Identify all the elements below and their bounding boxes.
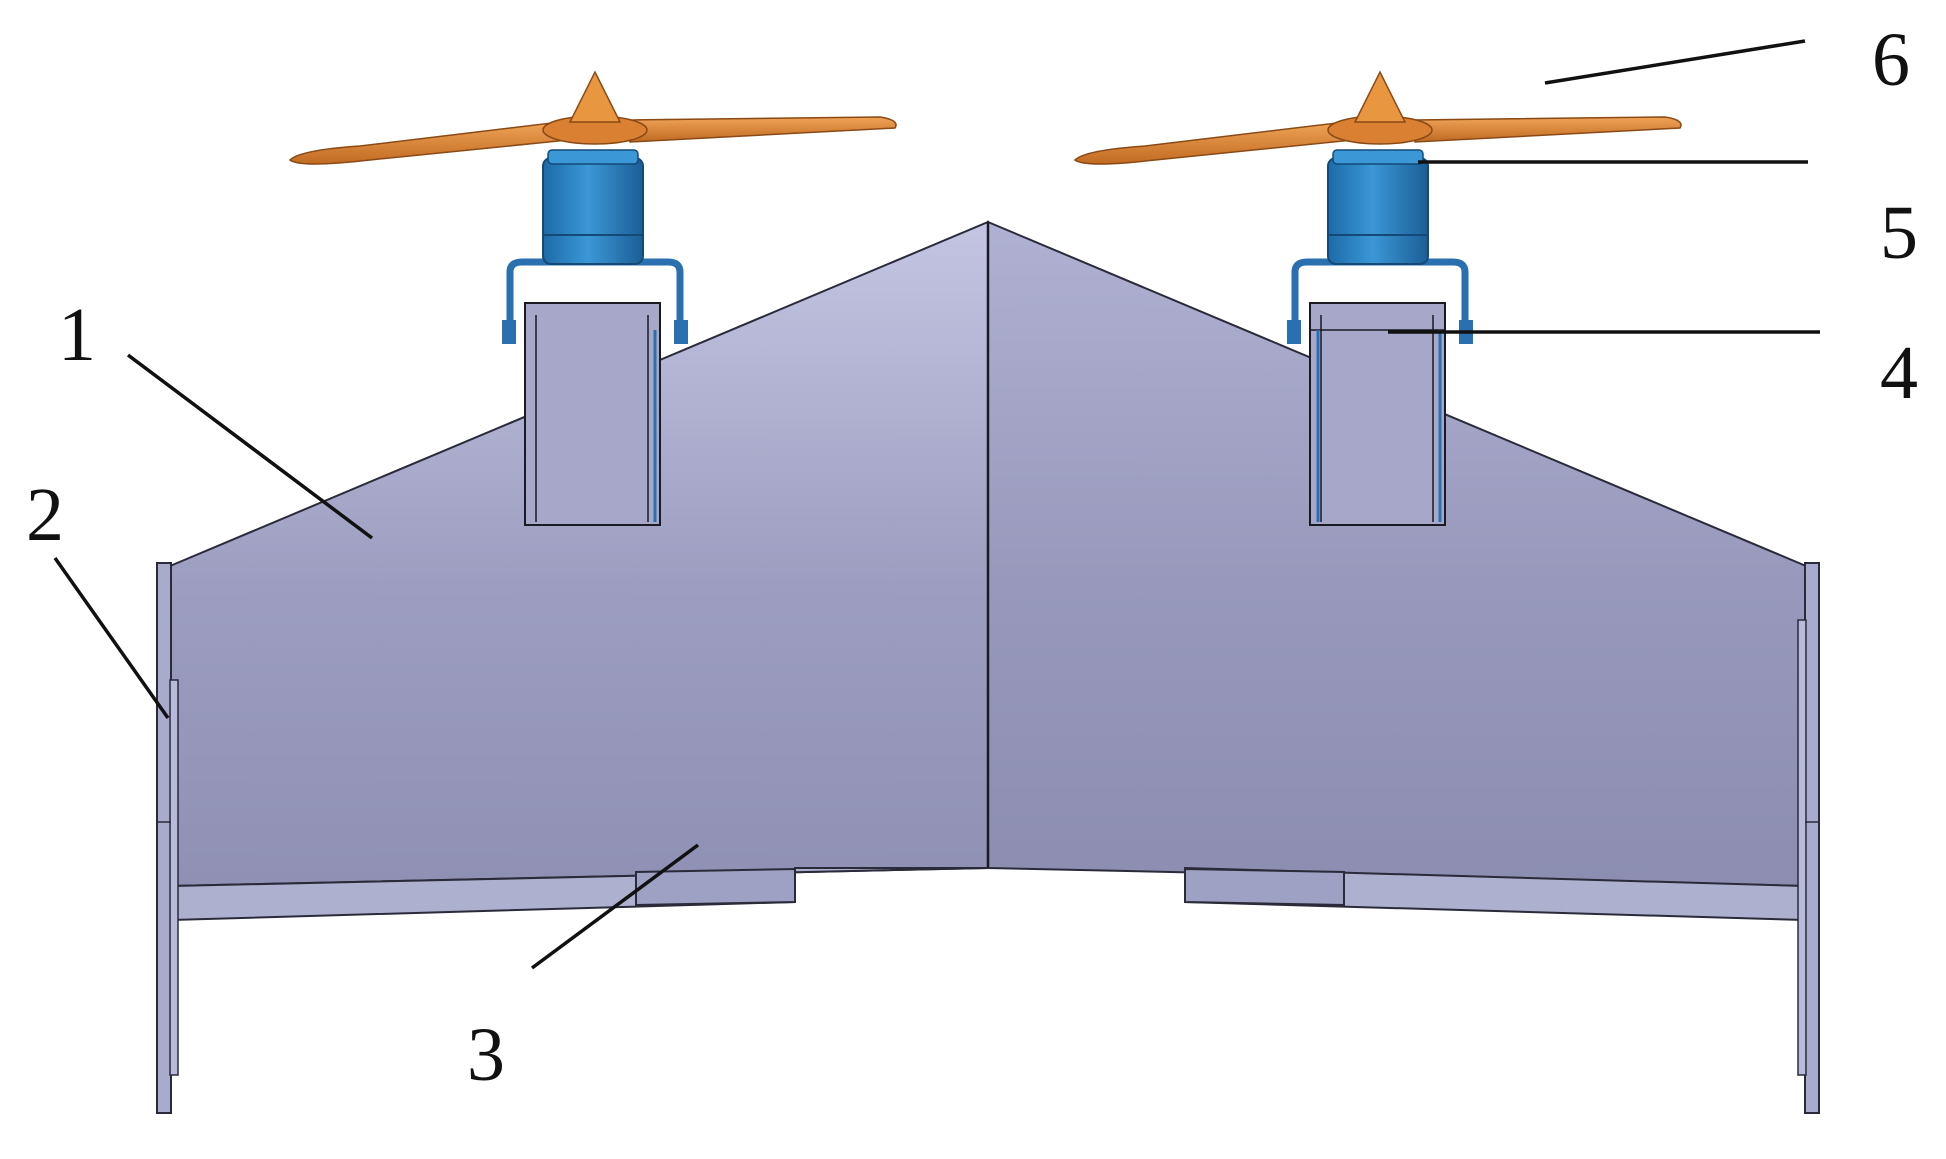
winglet-right-inner — [1797, 619, 1807, 1076]
leader-2 — [53, 556, 170, 720]
leader-6 — [1544, 39, 1806, 85]
callout-5: 5 — [1880, 191, 1918, 275]
callout-4: 4 — [1880, 331, 1918, 415]
propeller-blade-right-b — [1412, 116, 1682, 143]
spinner-left — [568, 70, 622, 123]
propeller-icon — [288, 121, 570, 165]
motor-icon-right — [1327, 157, 1429, 265]
motor-icon — [542, 157, 644, 265]
elevon-left-tab — [635, 867, 796, 907]
winglet-right — [1804, 562, 1820, 1114]
spinner-right — [1353, 70, 1407, 123]
winglets — [156, 562, 1820, 1114]
propulsion-unit-left — [288, 70, 897, 526]
leader-lines — [53, 39, 1820, 970]
elevons — [171, 866, 1805, 922]
propeller-blade-right-a — [1073, 121, 1355, 165]
elevon-right-tab — [1184, 867, 1345, 907]
winglet-left — [156, 562, 172, 1114]
callout-3: 3 — [467, 1013, 505, 1097]
callout-labels: 1 2 3 4 5 6 — [26, 18, 1918, 1097]
callout-1: 1 — [58, 293, 96, 377]
winglet-left-inner — [169, 679, 179, 1076]
propulsion-unit-right — [1073, 70, 1682, 526]
callout-2: 2 — [26, 473, 64, 557]
propeller-blade-left-b — [627, 116, 897, 143]
leader-3 — [530, 843, 700, 970]
callout-6: 6 — [1872, 18, 1910, 102]
nacelle-right — [1309, 302, 1446, 526]
nacelle-left — [524, 302, 661, 526]
leader-1 — [126, 353, 374, 540]
wing-body — [169, 220, 1807, 888]
